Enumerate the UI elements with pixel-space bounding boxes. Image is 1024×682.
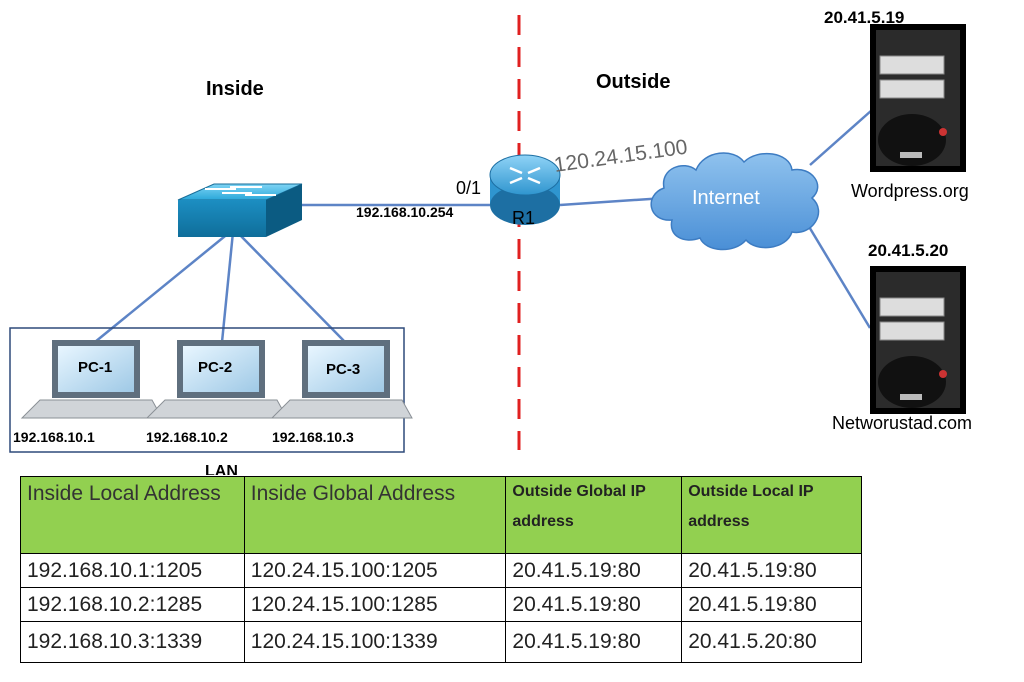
table-header-row: Inside Local Address Inside Global Addre… <box>20 476 862 554</box>
table-cell: 20.41.5.19:80 <box>505 587 683 622</box>
internet-label: Internet <box>692 187 760 209</box>
router-icon[interactable] <box>489 154 561 225</box>
pc1-ip: 192.168.10.1 <box>13 429 95 445</box>
pc3-name: PC-3 <box>326 361 361 378</box>
header-outside-global: Outside Global IP address <box>505 476 683 554</box>
table-cell: 192.168.10.2:1285 <box>20 587 245 622</box>
server-icon-wordpress <box>870 24 966 172</box>
server-ip-wordpress: 20.41.5.19 <box>824 8 905 27</box>
server-icon-networustad <box>870 266 966 414</box>
lan-label: LAN <box>205 463 238 475</box>
server-name-networustad: Networustad.com <box>832 413 973 433</box>
table-cell: 20.41.5.19:80 <box>681 553 862 588</box>
nat-translation-table: Inside Local Address Inside Global Addre… <box>20 476 862 663</box>
switch-icon[interactable] <box>177 183 303 237</box>
pc3-ip: 192.168.10.3 <box>272 429 354 445</box>
table-cell: 120.24.15.100:1339 <box>243 621 507 663</box>
inside-label: Inside <box>206 78 264 100</box>
table-row: 192.168.10.1:1205 120.24.15.100:1205 20.… <box>20 553 862 588</box>
pc2-name: PC-2 <box>198 359 233 376</box>
header-inside-global: Inside Global Address <box>243 476 507 554</box>
header-outside-local: Outside Local IP address <box>681 476 862 554</box>
table-cell: 20.41.5.20:80 <box>681 621 862 663</box>
table-row: 192.168.10.2:1285 120.24.15.100:1285 20.… <box>20 587 862 622</box>
table-cell: 20.41.5.19:80 <box>505 553 683 588</box>
router-inside-ip: 192.168.10.254 <box>356 204 454 220</box>
table-cell: 120.24.15.100:1285 <box>243 587 507 622</box>
header-inside-local: Inside Local Address <box>20 476 245 554</box>
table-cell: 192.168.10.3:1339 <box>20 621 245 663</box>
router-interface-label: 0/1 <box>456 178 482 198</box>
network-links <box>94 109 873 343</box>
pc1-name: PC-1 <box>78 359 113 376</box>
laptop-icon-pc2 <box>145 340 288 419</box>
server-ip-networustad: 20.41.5.20 <box>868 241 949 260</box>
outside-label: Outside <box>596 71 671 93</box>
pc2-ip: 192.168.10.2 <box>146 429 228 445</box>
lan-box <box>9 327 405 453</box>
router-name: R1 <box>512 208 536 228</box>
laptop-icon-pc1 <box>20 340 163 419</box>
table-row: 192.168.10.3:1339 120.24.15.100:1339 20.… <box>20 621 862 663</box>
laptop-icon-pc3 <box>270 340 413 419</box>
internet-cloud-icon <box>650 152 820 251</box>
table-cell: 20.41.5.19:80 <box>681 587 862 622</box>
server-name-wordpress: Wordpress.org <box>851 181 969 201</box>
table-cell: 192.168.10.1:1205 <box>20 553 245 588</box>
table-cell: 120.24.15.100:1205 <box>243 553 507 588</box>
table-cell: 20.41.5.19:80 <box>505 621 683 663</box>
